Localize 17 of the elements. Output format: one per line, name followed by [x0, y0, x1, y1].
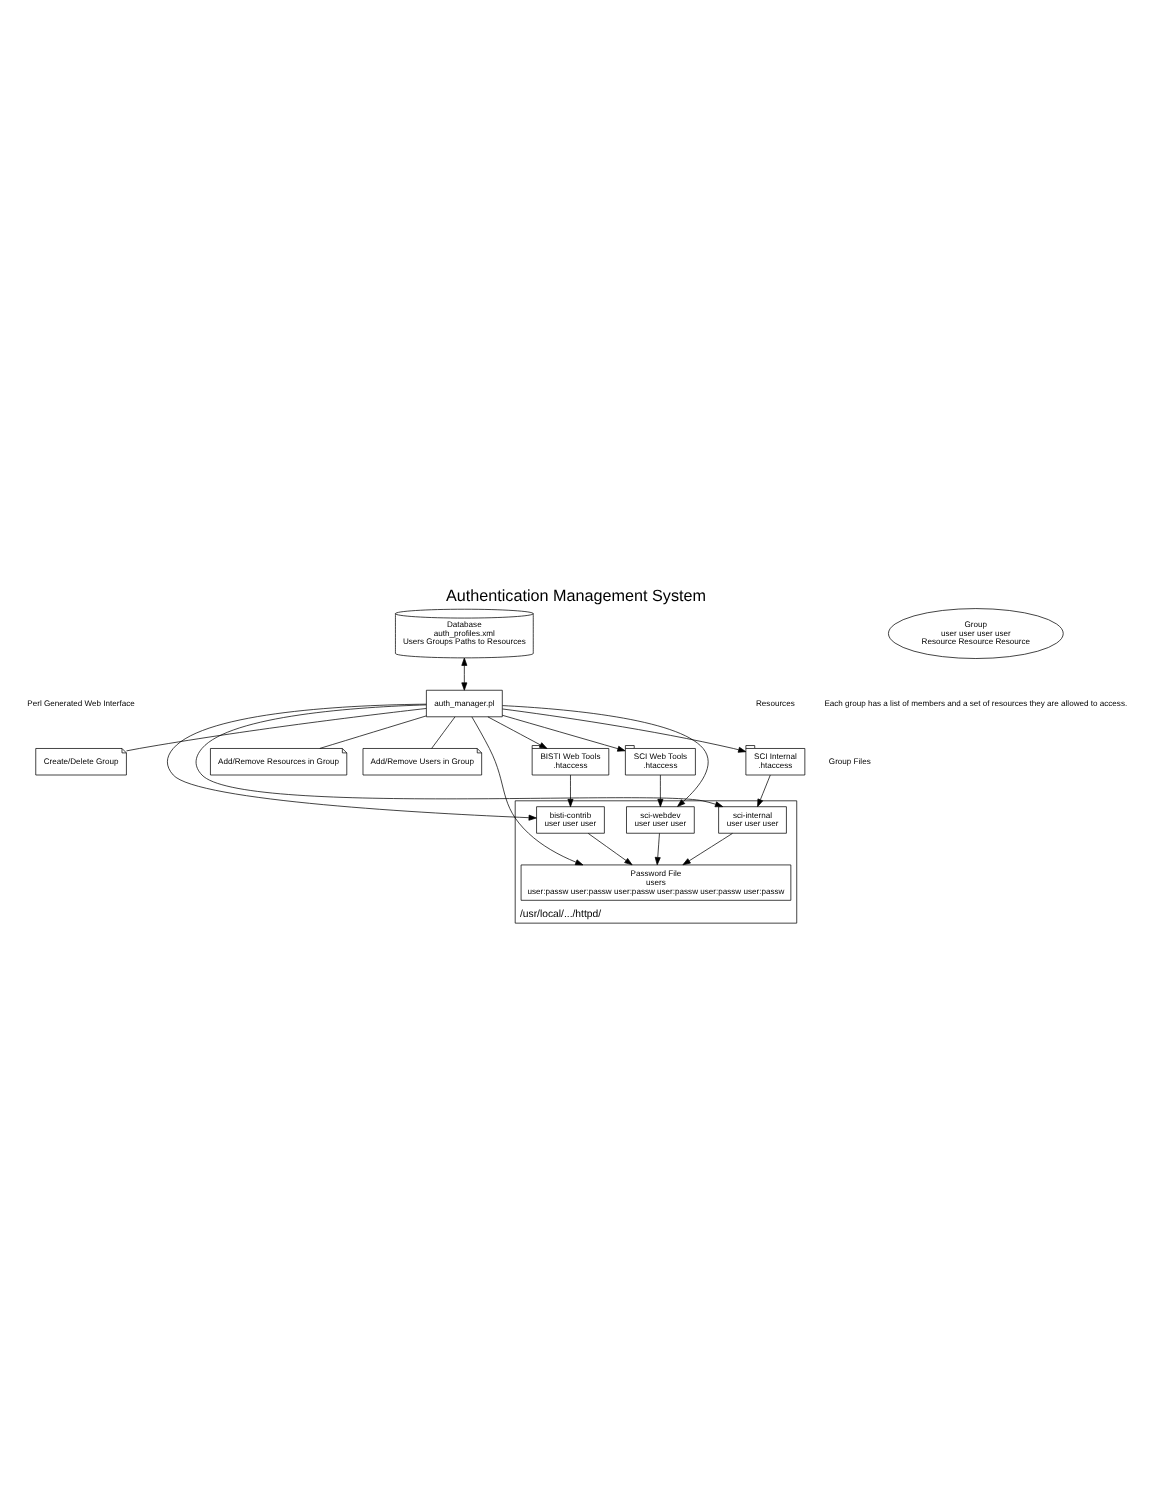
arrow: [567, 773, 574, 807]
arrow: [757, 773, 771, 807]
arrow: [654, 832, 661, 865]
arrow: [502, 704, 709, 806]
arrow: [682, 832, 733, 865]
connector: [126, 707, 427, 751]
arrow: [502, 707, 747, 752]
arrow: [657, 773, 664, 807]
arrow: [502, 713, 626, 751]
connector: [319, 714, 427, 748]
arrow: [461, 656, 468, 690]
connector: [431, 715, 456, 748]
arrow: [167, 702, 537, 820]
arrow: [487, 715, 548, 748]
arrow: [587, 832, 633, 865]
arrow: [471, 715, 584, 865]
arrow: [195, 703, 724, 807]
